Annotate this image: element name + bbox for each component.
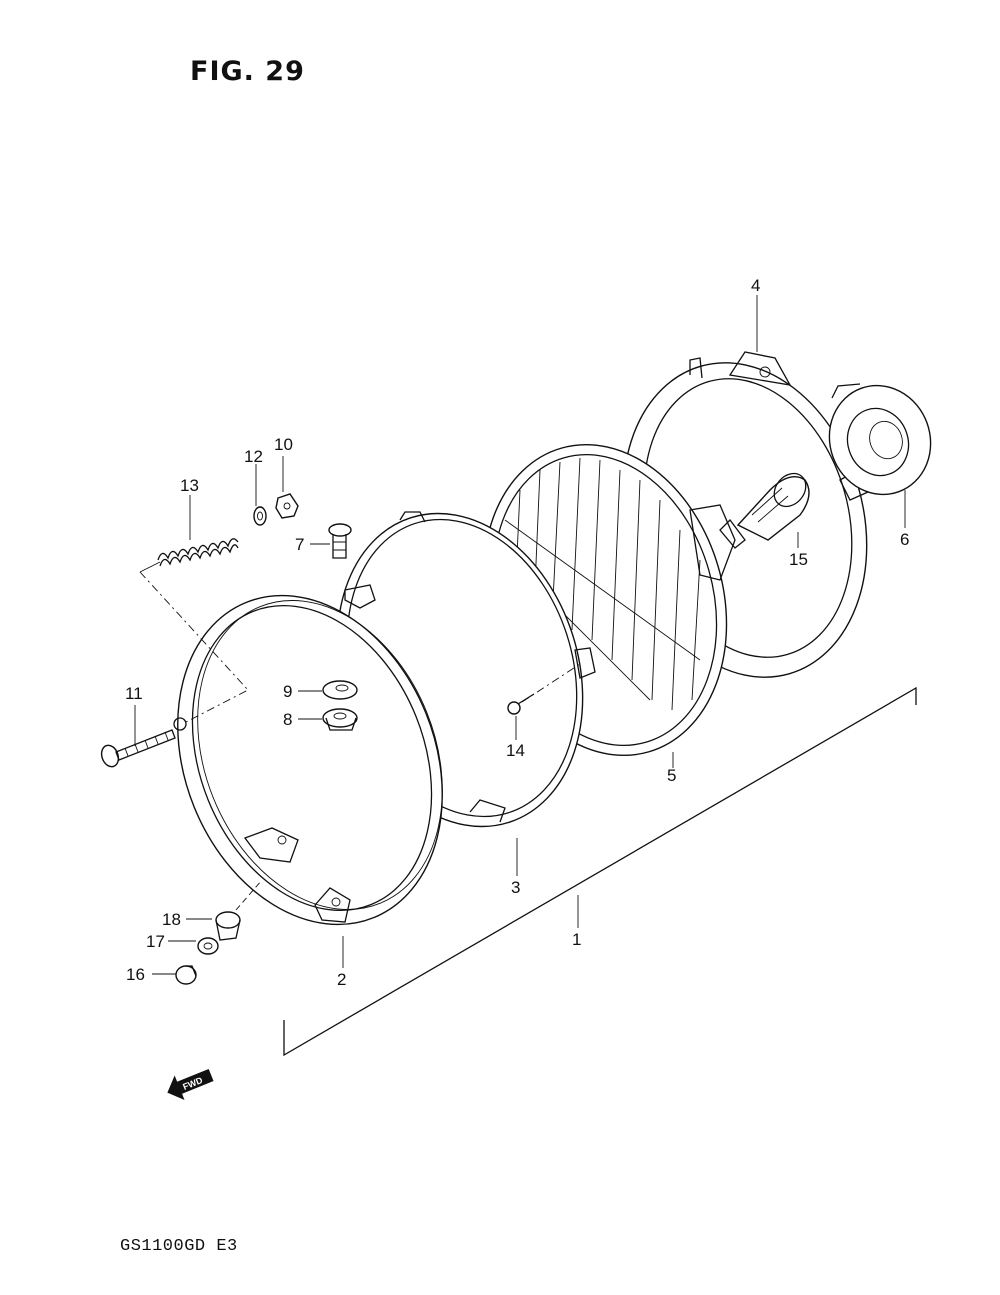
callout-7: 7 <box>295 535 304 554</box>
callout-15: 15 <box>789 550 808 569</box>
fwd-arrow-icon: FWD <box>167 1068 214 1100</box>
callout-5: 5 <box>667 766 676 785</box>
bolt-16 <box>175 965 197 985</box>
bolt-18 <box>215 911 241 941</box>
figure-title: FIG. 29 <box>190 56 305 87</box>
nut-10 <box>275 493 299 519</box>
callout-6: 6 <box>900 530 909 549</box>
callout-8: 8 <box>283 710 292 729</box>
headlight-rim <box>173 594 443 926</box>
callout-labels: 1 2 3 4 5 6 7 8 9 10 11 12 13 14 15 16 1… <box>125 276 909 989</box>
callout-14: 14 <box>506 741 525 760</box>
callout-3: 3 <box>511 878 520 897</box>
screw-7 <box>328 523 352 559</box>
callout-10: 10 <box>274 435 293 454</box>
grommet-9 <box>322 680 358 700</box>
fwd-label: FWD <box>181 1075 204 1092</box>
socket-cover <box>828 383 932 496</box>
callout-11: 11 <box>125 684 143 703</box>
callout-13: 13 <box>180 476 199 495</box>
callout-9: 9 <box>283 682 292 701</box>
washer-17 <box>197 937 219 955</box>
bulb <box>719 472 810 549</box>
model-code: GS1100GD E3 <box>120 1237 238 1256</box>
callout-12: 12 <box>244 447 263 466</box>
callout-17: 17 <box>146 932 165 951</box>
callout-18: 18 <box>162 910 181 929</box>
leader-lines <box>134 295 917 1057</box>
callout-2: 2 <box>337 970 346 989</box>
washer-12 <box>253 506 267 526</box>
nut-8 <box>322 708 358 731</box>
callout-16: 16 <box>126 965 145 984</box>
adjusting-screw <box>100 729 176 768</box>
callout-4: 4 <box>751 276 760 295</box>
callout-1: 1 <box>572 930 581 949</box>
spring <box>157 538 239 567</box>
